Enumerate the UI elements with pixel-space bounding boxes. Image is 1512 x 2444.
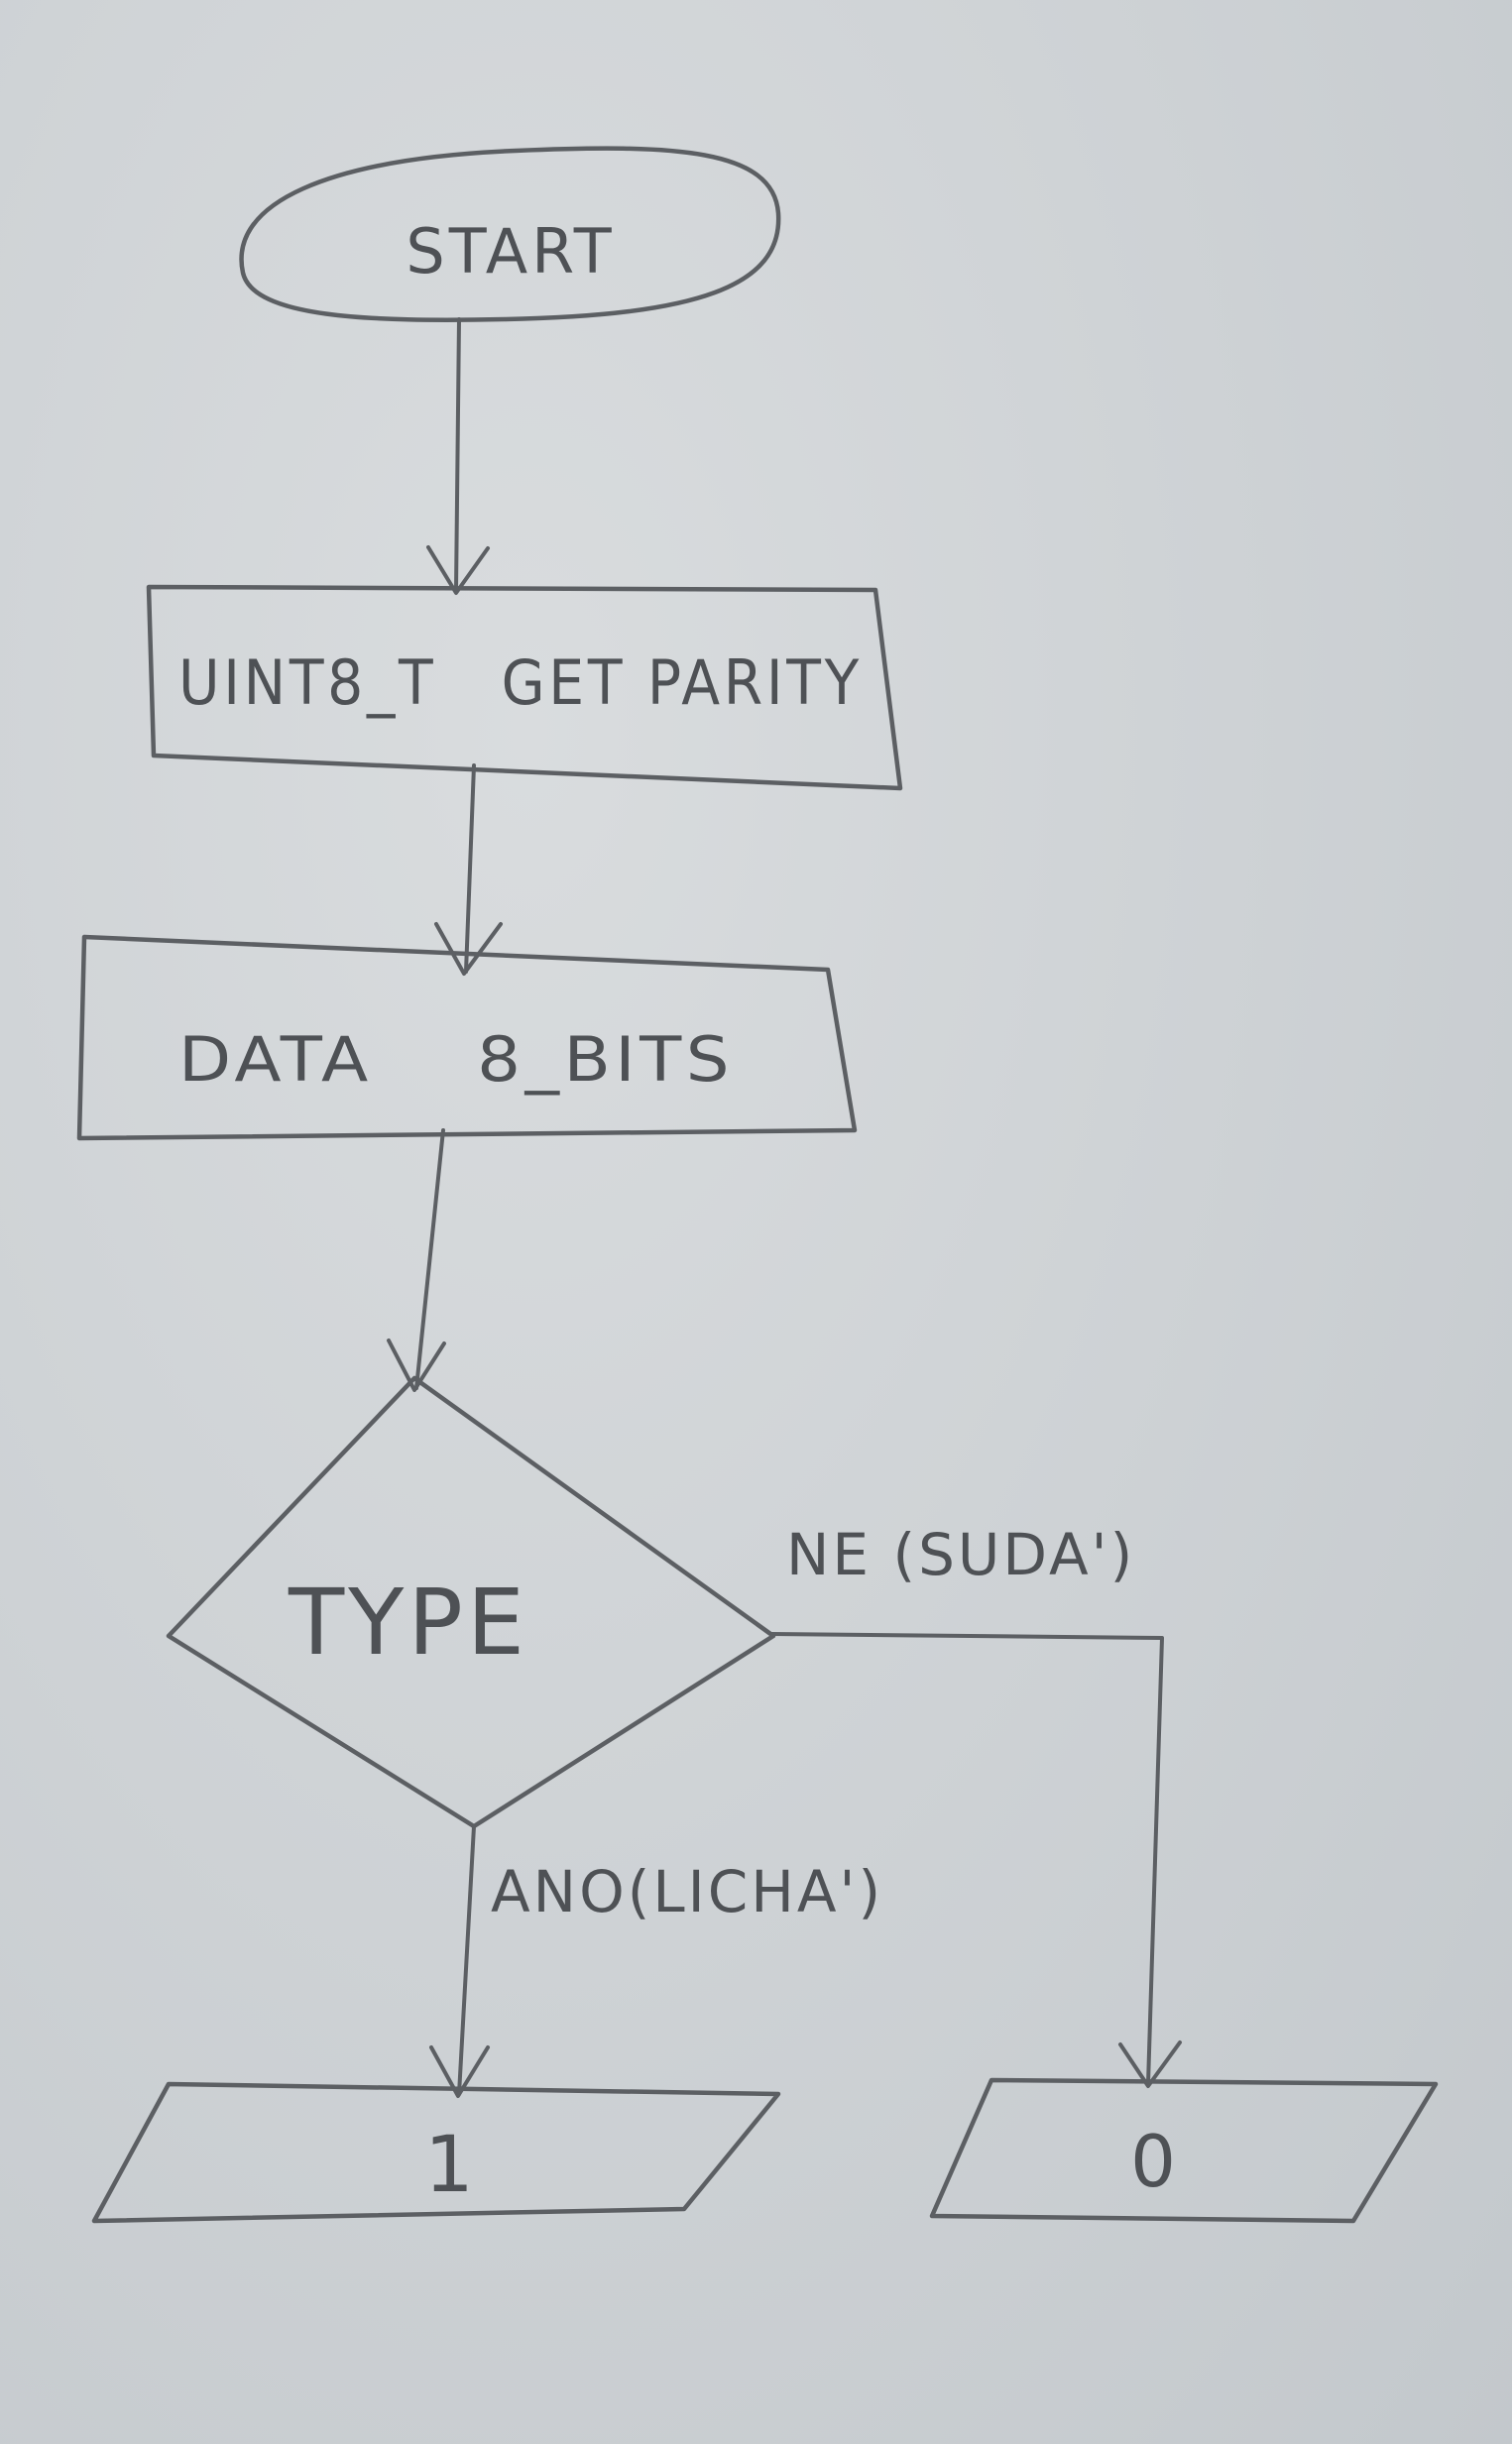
output-no-node: 0 xyxy=(929,2077,1439,2224)
decision-node: TYPE xyxy=(166,1375,776,1829)
arrow-decision-no-branch: NE (SUDA') xyxy=(769,1521,1182,2088)
output-no-label: 0 xyxy=(1130,2120,1180,2203)
start-node: START xyxy=(239,146,781,322)
output-yes-node: 1 xyxy=(91,2081,781,2224)
function-node: UINT8_T GET PARITY xyxy=(146,584,903,791)
yes-branch-label: ANO(LICHA') xyxy=(491,1858,883,1925)
output-yes-parallelogram xyxy=(91,2081,781,2224)
output-no-parallelogram xyxy=(929,2077,1439,2224)
start-label: START xyxy=(406,215,615,288)
start-oval xyxy=(239,146,781,322)
function-label: UINT8_T GET PARITY xyxy=(178,646,863,719)
output-yes-label: 1 xyxy=(424,2121,478,2210)
arrow-decision-yes-branch: ANO(LICHA') xyxy=(429,1824,883,2098)
input-label: DATA 8_BITS xyxy=(178,1023,734,1096)
decision-label: TYPE xyxy=(288,1570,528,1676)
input-node: DATA 8_BITS xyxy=(76,934,858,1141)
arrow-input-to-decision xyxy=(387,1128,446,1392)
arrow-function-to-input xyxy=(434,763,503,976)
input-box xyxy=(76,934,858,1141)
function-box xyxy=(146,584,903,791)
arrow-start-to-function xyxy=(426,317,490,595)
no-branch-label: NE (SUDA') xyxy=(786,1521,1135,1588)
